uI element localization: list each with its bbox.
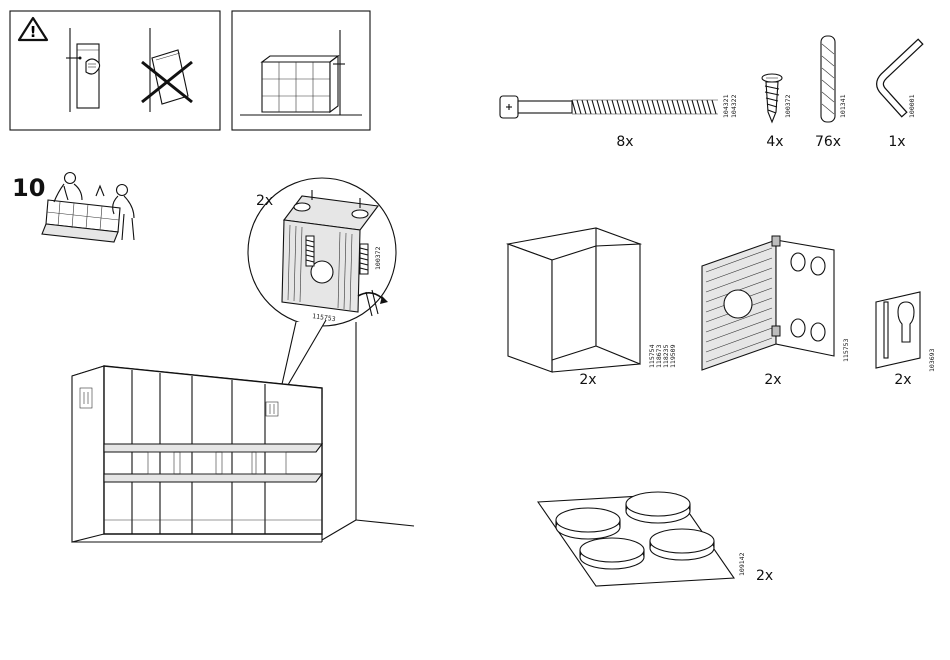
step-number: 10	[12, 174, 45, 202]
detail-quantity: 2x	[256, 193, 273, 209]
bolt-code-2: 104322	[730, 94, 738, 118]
part-felt-pads: 109142 2x	[538, 492, 773, 586]
felt-pad-2	[626, 492, 690, 523]
screw-left	[306, 236, 314, 266]
part-bolt: 104321 104322 8x	[500, 94, 738, 150]
corner-block-code-4: 119509	[669, 344, 677, 368]
hinge-bracket-code: 115753	[842, 338, 850, 362]
zoom-detail: 2x 100372 115753	[248, 178, 396, 326]
hinge-bracket-quantity: 2x	[764, 372, 781, 388]
part-screw: 100372 4x	[762, 74, 792, 150]
wall-plate-code: 103693	[928, 348, 936, 372]
screw-quantity: 4x	[766, 134, 783, 150]
allen-key-quantity: 1x	[888, 134, 905, 150]
bolt-quantity: 8x	[616, 134, 633, 150]
warning-panel: !	[10, 11, 220, 130]
small-shelf-unit	[262, 56, 345, 112]
dowel-code: 101341	[839, 94, 847, 118]
two-people-lifting-illustration	[42, 173, 134, 243]
wall-mount-panel	[232, 11, 370, 130]
wall-plate-quantity: 2x	[894, 372, 911, 388]
room-corner	[322, 322, 414, 540]
felt-pads-quantity: 2x	[756, 568, 773, 584]
corner-block-quantity: 2x	[579, 372, 596, 388]
part-allen-key: 100001 1x	[880, 44, 918, 150]
felt-pad-1	[556, 508, 620, 539]
warning-symbol: !	[30, 23, 37, 41]
felt-pad-3	[580, 538, 644, 569]
bolt-code-1: 104321	[722, 94, 730, 118]
panel-fixed-illustration	[66, 28, 100, 112]
felt-pad-4	[650, 529, 714, 560]
detail-screw-code: 100372	[374, 246, 382, 270]
screw-right	[360, 244, 368, 274]
warning-triangle-icon: !	[19, 18, 47, 41]
bolt-thread	[572, 100, 718, 114]
part-dowel: 101341 76x	[815, 36, 847, 150]
shelf-unit-illustration	[72, 366, 322, 542]
panel-falling-illustration	[142, 28, 192, 112]
felt-pads-code: 109142	[738, 552, 746, 576]
part-hinge-bracket: 115753 2x	[702, 236, 850, 388]
allen-key-code: 100001	[908, 94, 916, 118]
part-corner-block: 115754 118673 118235 119509 2x	[508, 228, 677, 388]
dowel-quantity: 76x	[815, 134, 841, 150]
part-wall-plate: 103693 2x	[876, 292, 936, 388]
screw-code: 100372	[784, 94, 792, 118]
